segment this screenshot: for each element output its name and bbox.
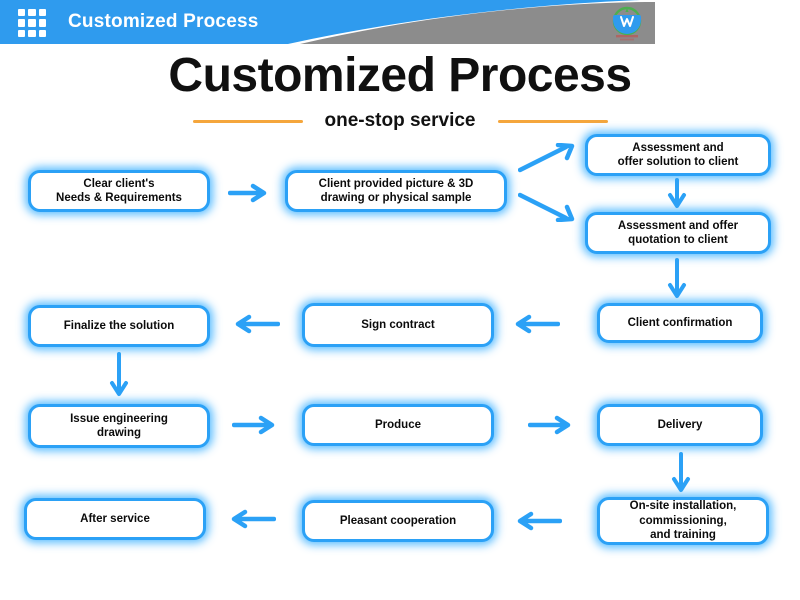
flow-box-label: Clear client's Needs & Requirements [56, 177, 182, 204]
flow-box-client-confirmation[interactable]: Client confirmation [597, 303, 763, 343]
flow-box-label: Issue engineering drawing [70, 412, 168, 439]
flow-box-clear-needs[interactable]: Clear client's Needs & Requirements [28, 170, 210, 212]
grid-cell [38, 9, 46, 17]
flow-box-onsite-installation[interactable]: On-site installation, commissioning, and… [597, 497, 769, 545]
brand-logo-icon [612, 6, 642, 41]
grid-menu-icon[interactable] [18, 9, 46, 37]
flow-box-label: Finalize the solution [63, 319, 175, 332]
flow-box-label: Produce [374, 418, 421, 431]
grid-cell [28, 19, 36, 27]
flow-box-assessment-quotation[interactable]: Assessment and offer quotation to client [585, 212, 771, 254]
flow-box-label: Delivery [657, 418, 703, 431]
grid-cell [38, 19, 46, 27]
flow-box-label: Assessment and offer quotation to client [617, 219, 739, 246]
arrow-drawing-to-produce [231, 414, 276, 436]
subtitle-row: one-stop service [0, 110, 800, 132]
grid-cell [38, 29, 46, 37]
banner-title: Customized Process [68, 11, 259, 32]
flow-box-assessment-solution[interactable]: Assessment and offer solution to client [585, 134, 771, 176]
arrow-cooperation-to-afterservice [230, 508, 277, 530]
grid-cell [18, 29, 26, 37]
flow-box-sign-contract[interactable]: Sign contract [302, 303, 494, 347]
flow-box-delivery[interactable]: Delivery [597, 404, 763, 446]
arrow-solution-to-quotation [664, 178, 690, 210]
arrow-delivery-to-onsite [668, 452, 694, 494]
arrow-contract-to-finalize [234, 313, 281, 335]
grid-cell [28, 29, 36, 37]
flow-box-pleasant-cooperation[interactable]: Pleasant cooperation [302, 500, 494, 542]
arrow-onsite-to-cooperation [516, 510, 563, 532]
rule-right [497, 119, 608, 123]
flow-box-issue-drawing[interactable]: Issue engineering drawing [28, 404, 210, 448]
flow-box-label: Sign contract [361, 318, 435, 331]
header-banner: Customized Process [0, 0, 655, 44]
grid-cell [18, 19, 26, 27]
flow-box-label: On-site installation, commissioning, and… [629, 500, 737, 542]
flow-box-client-provided[interactable]: Client provided picture & 3D drawing or … [285, 170, 507, 212]
arrow-quotation-to-confirmation [664, 258, 690, 300]
arrow-provided-to-solution [517, 142, 576, 173]
page-title: Customized Process [168, 49, 632, 102]
banner-background [0, 0, 655, 44]
rule-left [192, 119, 303, 123]
arrow-finalize-to-drawing [106, 352, 132, 398]
arrow-provided-to-quotation [517, 192, 576, 223]
arrow-needs-to-provided [227, 182, 268, 204]
arrow-confirmation-to-contract [514, 313, 561, 335]
flow-box-label: Client confirmation [627, 316, 733, 329]
flow-box-label: Pleasant cooperation [339, 514, 457, 527]
grid-cell [28, 9, 36, 17]
grid-cell [18, 9, 26, 17]
flow-box-label: Assessment and offer solution to client [617, 141, 739, 168]
flow-box-after-service[interactable]: After service [24, 498, 206, 540]
flow-box-produce[interactable]: Produce [302, 404, 494, 446]
arrow-produce-to-delivery [527, 414, 572, 436]
flow-box-label: After service [80, 512, 150, 525]
flow-box-finalize-solution[interactable]: Finalize the solution [28, 305, 210, 347]
flow-box-label: Client provided picture & 3D drawing or … [318, 177, 474, 204]
page-subtitle: one-stop service [324, 110, 476, 131]
